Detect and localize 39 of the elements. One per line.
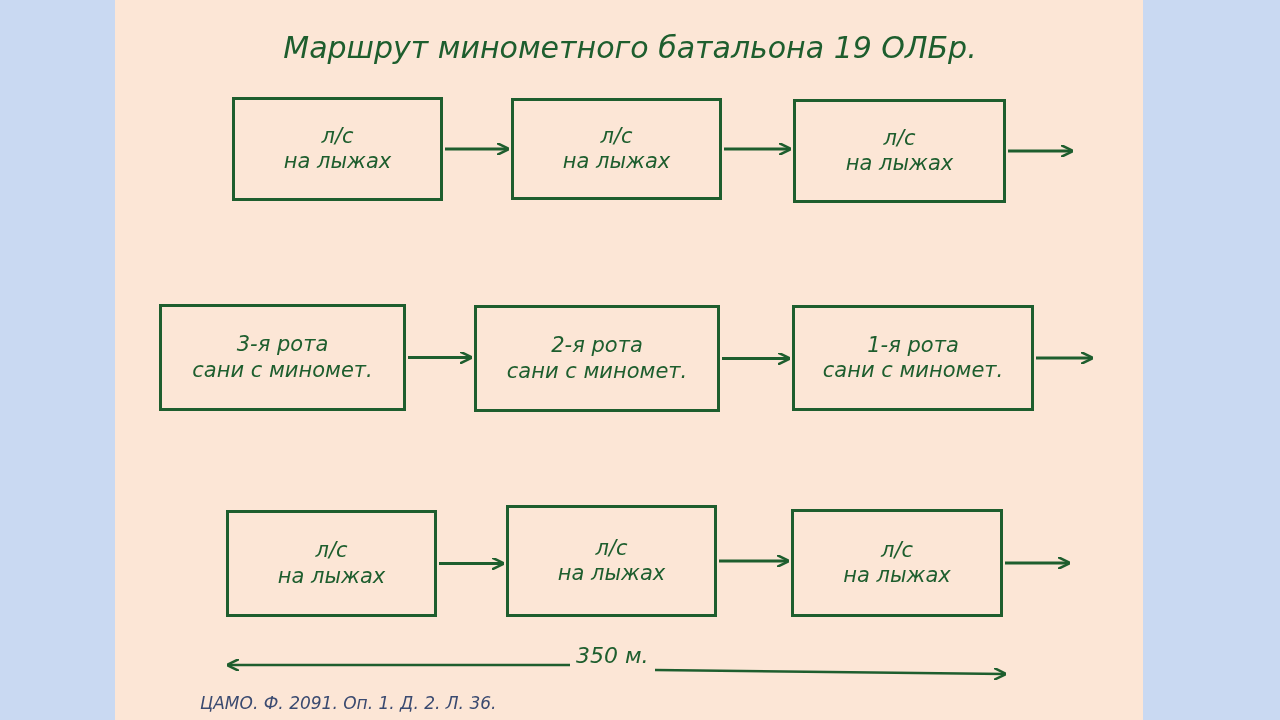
unit-text: на лыжах <box>277 563 386 589</box>
unit-text: л/с <box>321 123 354 149</box>
unit-text: сани с миномет. <box>192 357 373 383</box>
unit-box <box>792 305 1034 411</box>
unit-box <box>226 510 437 617</box>
unit-box <box>474 305 720 412</box>
unit-box <box>793 99 1006 203</box>
unit-text: л/с <box>595 535 628 561</box>
arrow <box>408 350 474 365</box>
unit-box <box>511 98 722 200</box>
unit-text: сани с миномет. <box>822 358 1004 384</box>
arrow <box>439 556 506 571</box>
dimension-label: 350 м. <box>576 643 649 668</box>
unit-text: на лыжах <box>562 149 671 175</box>
arrow <box>722 351 792 366</box>
unit-text: л/с <box>600 123 633 149</box>
arrow <box>1036 350 1095 366</box>
unit-text: 3-я рота <box>236 332 329 358</box>
arrow <box>719 553 791 569</box>
unit-text: л/с <box>880 537 913 563</box>
arrow <box>1008 143 1075 159</box>
unit-box <box>159 304 406 411</box>
unit-text: на лыжах <box>845 151 954 177</box>
unit-text: 1-я рота <box>867 332 959 358</box>
unit-text: 2-я рота <box>551 333 643 359</box>
arrow <box>445 141 511 157</box>
unit-box <box>232 97 443 201</box>
unit-box <box>791 509 1003 617</box>
arrow <box>724 141 793 157</box>
unit-text: на лыжах <box>557 561 666 587</box>
unit-text: на лыжах <box>283 149 392 175</box>
unit-text: сани с миномет. <box>506 358 688 384</box>
arrow <box>1005 555 1072 571</box>
unit-text: л/с <box>315 538 348 564</box>
unit-text: л/с <box>883 125 916 151</box>
archive-reference: ЦАМО. Ф. 2091. Оп. 1. Д. 2. Л. 36. <box>200 693 497 713</box>
diagram-title: Маршрут минометного батальона 19 ОЛБр. <box>282 30 978 65</box>
unit-box <box>506 505 717 617</box>
unit-text: на лыжах <box>843 563 951 589</box>
